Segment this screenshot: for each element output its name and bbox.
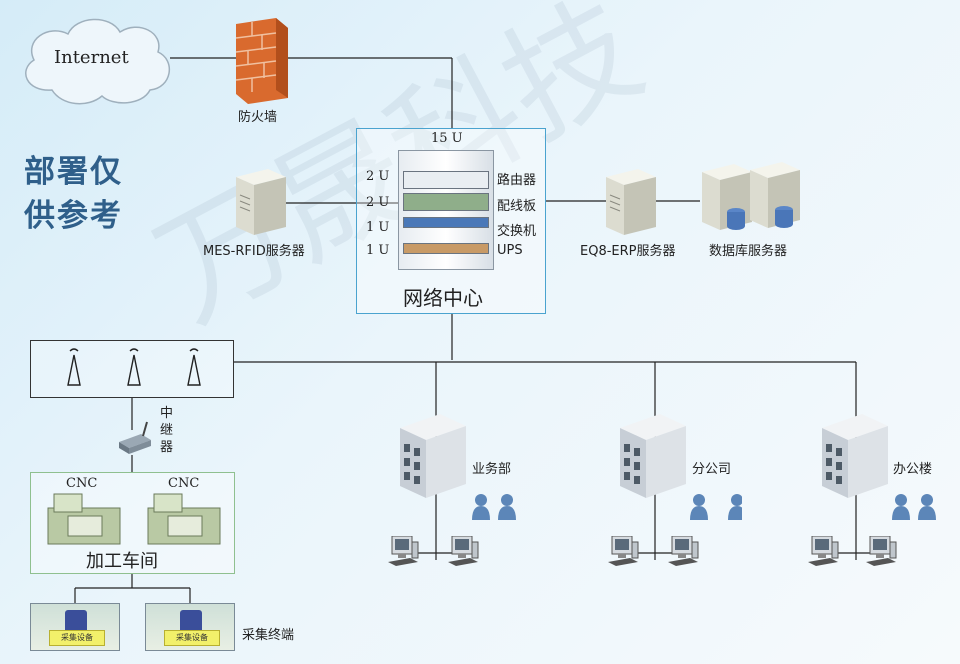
repeater-label: 中继器 [160,406,174,455]
pc-icon [808,536,839,567]
terminals-label: 采集终端 [242,628,295,643]
router-units: 2 U [366,169,390,184]
reference-note: 部署仅 供参考 [24,150,123,238]
switch-label: 交换机 [497,224,537,239]
network-center-title: 网络中心 [403,286,483,310]
cnc-label-2: CNC [168,476,200,491]
workshop-title: 加工车间 [86,551,158,572]
patch-panel-unit [403,193,489,211]
building-icon [822,414,888,498]
pc-icon [388,536,419,567]
building-label-branch: 分公司 [692,462,732,477]
pc-icon [448,536,479,567]
mes-server-icon [236,169,286,235]
switch-units: 1 U [366,220,390,235]
rack-capacity: 15 U [431,131,463,146]
ups-unit [403,243,489,254]
ups-label: UPS [497,243,523,258]
terminal-plate: 采集设备 [164,630,220,646]
switch-unit [403,217,489,228]
terminal-plate: 采集设备 [49,630,105,646]
reference-note-line2: 供参考 [24,198,123,234]
wireless-antenna-icon [67,348,201,386]
server-rack [398,150,494,270]
users-icon [690,494,742,520]
building-icon [400,414,466,498]
building-label-office: 办公楼 [893,462,933,477]
users-icon [892,494,936,520]
cnc-machine-icon [47,493,221,545]
internet-cloud-icon [25,18,171,105]
building-label-business-dept: 业务部 [472,462,512,477]
building-icon [620,414,686,498]
patch-panel-label: 配线板 [497,199,537,214]
users-icon [472,494,516,520]
pc-icon [866,536,897,567]
ups-units: 1 U [366,243,390,258]
erp-server-label: EQ8-ERP服务器 [580,244,676,259]
reference-note-line1: 部署仅 [24,154,123,190]
collection-terminal-2: 采集设备 [145,603,235,651]
cnc-label-1: CNC [66,476,98,491]
pc-icon [668,536,699,567]
database-server-label: 数据库服务器 [709,244,788,259]
router-unit [403,171,489,189]
internet-label: Internet [54,47,129,68]
patch-panel-units: 2 U [366,195,390,210]
erp-server-icon [606,169,656,235]
firewall-icon [235,18,288,104]
collection-terminal-1: 采集设备 [30,603,120,651]
repeater-icon [119,421,151,454]
router-label: 路由器 [497,173,537,188]
database-server-icon [702,162,800,230]
pc-icon [608,536,639,567]
firewall-label: 防火墙 [238,110,278,125]
mes-server-label: MES-RFID服务器 [203,244,305,259]
